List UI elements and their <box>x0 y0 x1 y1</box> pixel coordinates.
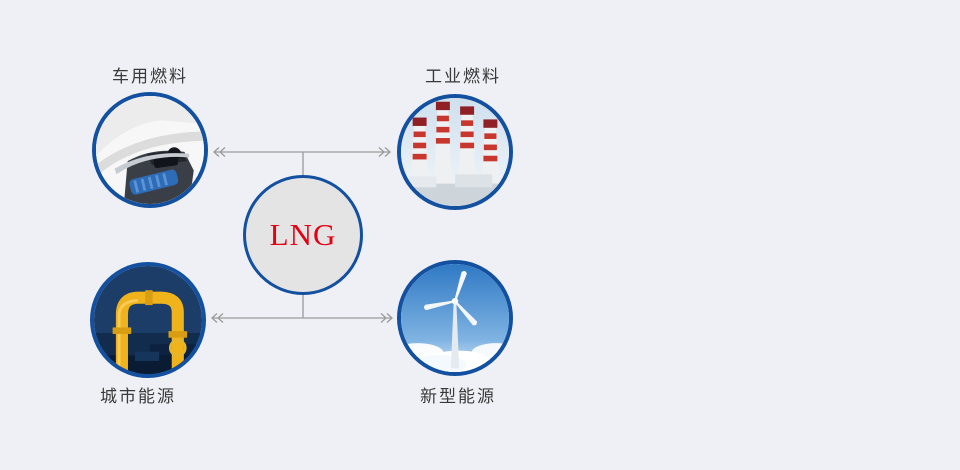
node-industrial-fuel <box>397 94 513 210</box>
node-city-energy <box>90 262 206 378</box>
node-vehicle-fuel <box>92 92 208 208</box>
wind-turbine-image <box>401 264 509 372</box>
node-label-new-energy: 新型能源 <box>420 387 496 406</box>
node-new-energy <box>397 260 513 376</box>
node-label-vehicle-fuel: 车用燃料 <box>112 67 188 86</box>
factory-chimneys-image <box>401 98 509 206</box>
lng-label: LNG <box>269 217 337 252</box>
node-label-industrial-fuel: 工业燃料 <box>425 67 501 86</box>
gas-pipeline-image <box>94 266 202 374</box>
center-node-lng: LNG <box>243 175 363 295</box>
car-engine-image <box>96 96 204 204</box>
node-label-city-energy: 城市能源 <box>100 387 176 406</box>
